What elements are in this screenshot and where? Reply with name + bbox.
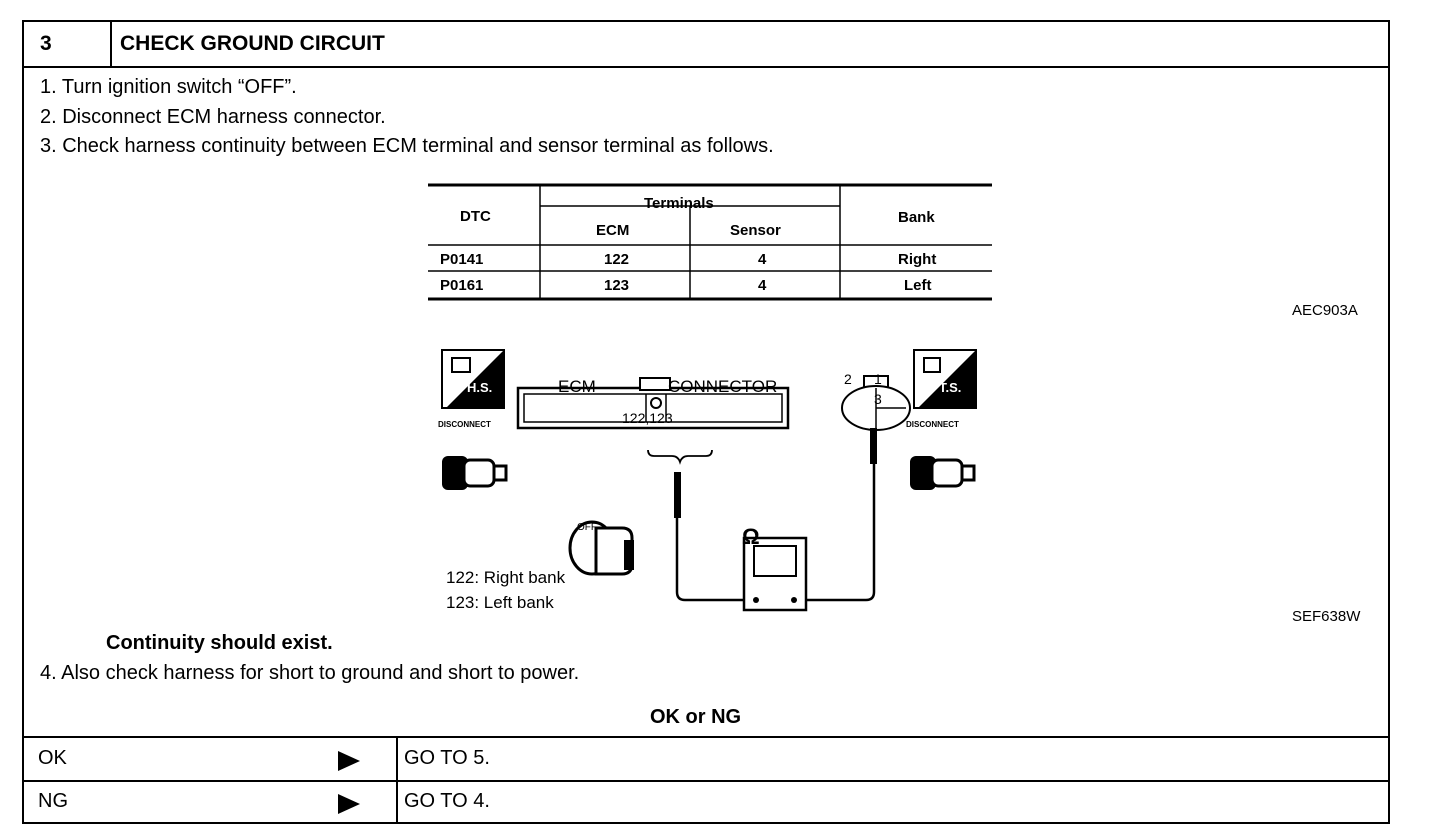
table-header-ecm: ECM — [596, 222, 630, 239]
instruction-3: 3. Check harness continuity between ECM … — [40, 135, 774, 157]
arrow-right-icon — [338, 794, 360, 814]
ohm-symbol: Ω — [742, 524, 760, 549]
terminal-table — [428, 183, 992, 301]
table-cell-sensor: 4 — [758, 277, 767, 294]
ok-label: OK — [38, 747, 67, 769]
table-cell-sensor: 4 — [758, 251, 767, 268]
decision-divider — [396, 736, 398, 824]
instruction-4: 4. Also check harness for short to groun… — [40, 662, 580, 684]
legend-left-bank: 123: Left bank — [446, 593, 554, 612]
terminal-side-icon — [913, 349, 977, 409]
ng-label: NG — [38, 790, 68, 812]
figure-code-diagram: SEF638W — [1292, 608, 1361, 625]
disconnect-plug-left-icon — [442, 456, 508, 490]
decision-rule-top — [24, 736, 1388, 738]
ng-action: GO TO 4. — [404, 790, 490, 812]
ecm-connector-shape — [516, 377, 790, 430]
sensor-pin-1: 1 — [874, 371, 882, 387]
table-cell-ecm: 122 — [604, 251, 630, 268]
table-cell-ecm: 123 — [604, 277, 630, 294]
table-header-sensor: Sensor — [730, 222, 781, 239]
arrow-right-icon — [338, 751, 360, 771]
table-header-terminals: Terminals — [644, 195, 714, 212]
table-cell-bank: Right — [898, 251, 937, 268]
table-header-dtc: DTC — [460, 208, 491, 225]
continuity-diagram — [441, 349, 977, 612]
step-title: CHECK GROUND CIRCUIT — [120, 32, 385, 55]
table-header-bank: Bank — [898, 209, 935, 226]
procedure-frame: 3 CHECK GROUND CIRCUIT 1. Turn ignition … — [22, 20, 1390, 824]
disconnect-plug-right-icon — [910, 456, 976, 490]
terminals-label: 122,123 — [622, 410, 673, 426]
sensor-pin-3: 3 — [874, 391, 882, 407]
table-cell-dtc: P0141 — [440, 251, 484, 268]
disconnect-label-left: DISCONNECT — [438, 420, 491, 429]
instruction-1: 1. Turn ignition switch “OFF”. — [40, 76, 297, 98]
hs-label: H.S. — [467, 380, 493, 395]
decision-rule-middle — [24, 780, 1388, 782]
figure-code-table: AEC903A — [1292, 302, 1358, 319]
ok-action: GO TO 5. — [404, 747, 490, 769]
decision-title: OK or NG — [650, 706, 742, 728]
header-divider — [110, 22, 112, 66]
table-cell-dtc: P0161 — [440, 277, 484, 294]
table-cell-bank: Left — [904, 277, 932, 294]
step-number: 3 — [40, 32, 52, 55]
instruction-2: 2. Disconnect ECM harness connector. — [40, 106, 386, 128]
connector-label: CONNECTOR — [668, 377, 778, 396]
ignition-key-icon — [568, 520, 634, 576]
ts-label: T.S. — [939, 380, 962, 395]
sensor-pin-2: 2 — [844, 371, 852, 387]
header-rule — [24, 66, 1388, 68]
disconnect-label-right: DISCONNECT — [906, 420, 959, 429]
result-note: Continuity should exist. — [106, 632, 333, 654]
ecm-label: ECM — [558, 377, 596, 396]
key-label: OFF — [577, 522, 597, 533]
harness-side-icon — [441, 349, 505, 409]
ohmmeter-icon — [742, 536, 808, 612]
legend-right-bank: 122: Right bank — [446, 568, 566, 587]
